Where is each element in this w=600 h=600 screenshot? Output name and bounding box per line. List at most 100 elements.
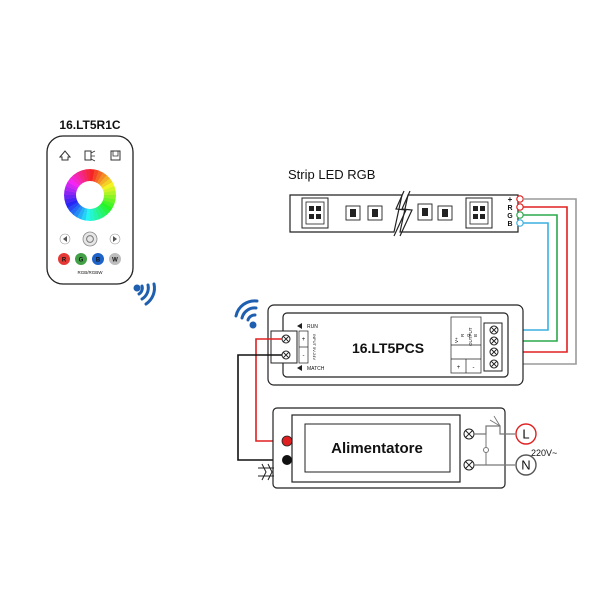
color-wheel-segment <box>102 190 116 196</box>
color-wheel-segment <box>69 203 82 215</box>
neutral-marker: N <box>515 454 537 476</box>
strip-pad <box>516 195 524 203</box>
ac-terminal-n <box>463 459 475 471</box>
color-wheel-segment <box>76 206 86 220</box>
remote-wireless-icon <box>133 282 156 306</box>
color-wheel-segment <box>99 178 113 189</box>
controller-wireless-icon <box>234 299 259 329</box>
color-button-b[interactable]: B <box>92 253 104 265</box>
output-ch-b: B <box>473 334 478 337</box>
color-wheel-segment <box>77 170 86 184</box>
resistor <box>437 205 453 221</box>
output-ch-g: G <box>466 333 471 337</box>
match-label: MATCH <box>307 366 325 372</box>
color-wheel-segment <box>101 199 115 209</box>
color-wheel-segment <box>98 203 110 216</box>
color-wheel-segment <box>85 207 90 221</box>
strip-pad <box>516 211 524 219</box>
color-wheel-segment <box>99 201 113 212</box>
power-supply-title: Alimentatore <box>331 440 423 457</box>
led-chip <box>417 203 433 221</box>
color-wheel-segment <box>101 182 115 191</box>
output-ch-r: R <box>460 333 465 337</box>
output-plus-label: + <box>457 365 461 371</box>
strip-pin-r: R <box>507 205 512 212</box>
mains-voltage-label: 220V~ <box>531 448 557 458</box>
output-ch-vplus: V+ <box>454 337 459 343</box>
color-wheel-segment <box>96 172 107 186</box>
ac-terminal-l <box>463 428 475 440</box>
neutral-label: N <box>521 458 530 473</box>
led-strip: Strip LED RGB <box>288 167 524 237</box>
input-terminal <box>270 330 298 364</box>
power-supply-label-box <box>304 423 451 473</box>
color-wheel-segment <box>89 207 95 221</box>
power-wires <box>237 338 287 461</box>
input-plus-label: + <box>302 337 306 343</box>
input-voltage-label: INPUT 5V-24V <box>312 334 317 360</box>
ac-wire-l <box>474 425 515 435</box>
output-label: OUTPUT <box>468 327 473 346</box>
color-wheel-segment <box>94 206 103 220</box>
resistor <box>367 205 383 221</box>
live-label: L <box>522 427 529 442</box>
dc-plus-pin <box>281 435 293 447</box>
color-wheel-segment <box>67 178 81 189</box>
strip-title: Strip LED RGB <box>288 167 375 182</box>
color-wheel[interactable] <box>64 169 116 221</box>
strip-pin-g: G <box>507 213 513 220</box>
power-supply: Alimentatore L N 220V~ <box>258 407 557 489</box>
color-button-w[interactable]: W <box>109 253 121 265</box>
strip-pin-plus: + <box>508 195 513 204</box>
brightness-up-icon[interactable] <box>109 233 121 245</box>
color-wheel-segment <box>70 174 82 187</box>
led-chip <box>465 197 493 229</box>
live-marker: L <box>515 423 537 445</box>
resistor <box>345 205 361 221</box>
color-wheel-segment <box>73 172 84 186</box>
speed-icon <box>84 150 96 162</box>
controller: + - INPUT 5V-24V RUN MATCH 16.LT5PCS OUT… <box>267 304 524 386</box>
color-button-r[interactable]: R <box>58 253 70 265</box>
remote-control: 16.LT5R1C R <box>46 118 134 285</box>
remote-mode-label: RGB/RGBW <box>77 270 103 275</box>
color-wheel-center <box>76 181 104 209</box>
cable-stub <box>258 467 274 477</box>
wire-blue <box>500 222 549 331</box>
color-wheel-segment <box>102 195 116 200</box>
color-wheel-segment <box>96 204 107 218</box>
wire-grey <box>500 198 577 365</box>
input-minus-label: - <box>303 353 305 359</box>
color-wheel-segment <box>94 170 104 184</box>
strip-pad <box>516 203 524 211</box>
wire-green <box>500 214 558 342</box>
color-wheel-segment <box>67 201 81 212</box>
color-wheel-segment <box>92 169 100 183</box>
wire-red <box>500 206 568 353</box>
svg-text:B: B <box>96 258 101 264</box>
svg-text:W: W <box>112 258 118 264</box>
color-button-g[interactable]: G <box>75 253 87 265</box>
wire-red-dc <box>255 338 287 442</box>
led-chip <box>301 197 329 229</box>
strip-pin-b: B <box>507 221 512 228</box>
color-wheel-segment <box>65 199 79 208</box>
color-wheel-segment <box>64 190 78 195</box>
svg-text:G: G <box>79 258 84 264</box>
color-wheel-segment <box>65 181 79 191</box>
output-minus-label: - <box>473 365 475 371</box>
strip-pad <box>516 219 524 227</box>
strip-wires <box>500 198 577 365</box>
brightness-down-icon[interactable] <box>59 233 71 245</box>
color-wheel-segment <box>80 207 88 221</box>
color-wheel-segment <box>98 175 111 187</box>
run-label: RUN <box>307 324 318 330</box>
remote-model-title: 16.LT5R1C <box>59 118 120 132</box>
power-button[interactable] <box>82 231 98 247</box>
dc-minus-pin <box>282 455 292 465</box>
color-wheel-segment <box>64 185 78 193</box>
color-wheel-segment <box>102 197 116 205</box>
output-terminal <box>483 322 503 372</box>
home-icon <box>58 150 72 161</box>
